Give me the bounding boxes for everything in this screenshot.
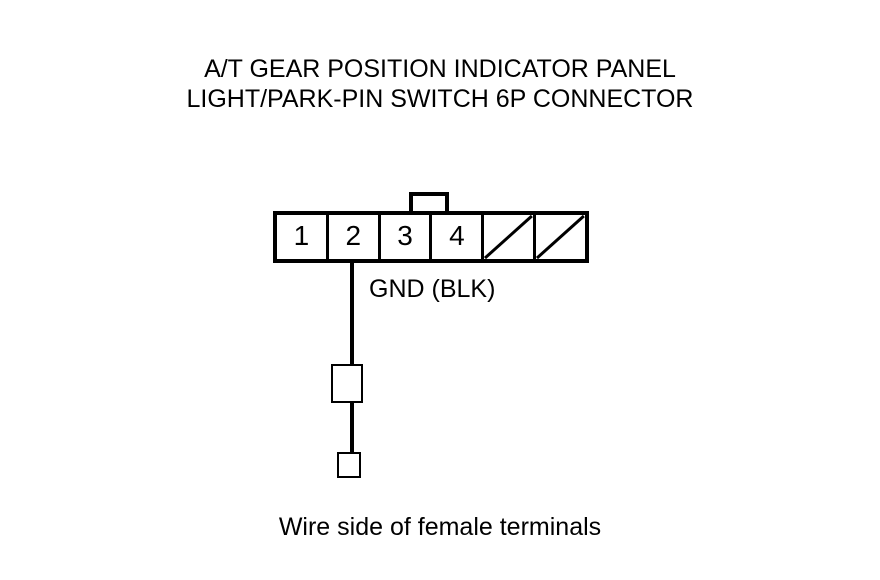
terminal-symbol-large [331,364,363,403]
diagram-caption: Wire side of female terminals [0,512,880,542]
wire-lead-lower [350,401,354,453]
connector-cavity-1: 1 [277,215,329,259]
blank-cavity-slash-icon [536,215,585,259]
cavity-number-1: 1 [293,220,310,251]
wire-lead-upper [350,262,354,365]
page-title: A/T GEAR POSITION INDICATOR PANEL LIGHT/… [0,54,880,114]
connector-cavity-6-blank [536,215,585,259]
title-line-1: A/T GEAR POSITION INDICATOR PANEL [204,55,676,83]
connector-cavity-4: 4 [432,215,485,259]
connector-diagram: 1 2 3 4 [273,192,589,263]
cavity-number-2: 2 [345,220,362,251]
title-line-2: LIGHT/PARK-PIN SWITCH 6P CONNECTOR [186,85,694,113]
connector-cavity-3: 3 [381,215,433,259]
terminal-symbol-small [337,452,361,478]
connector-cavity-row: 1 2 3 4 [273,211,589,263]
caption-text: Wire side of female terminals [278,513,602,541]
cavity-number-4: 4 [449,220,465,251]
cavity-number-3: 3 [397,220,413,251]
connector-cavity-2: 2 [329,215,381,259]
wire-label-ground: GND (BLK) [369,275,496,303]
connector-locking-tab [409,192,449,212]
connector-cavity-5-blank [484,215,537,259]
blank-cavity-slash-icon [484,215,533,259]
